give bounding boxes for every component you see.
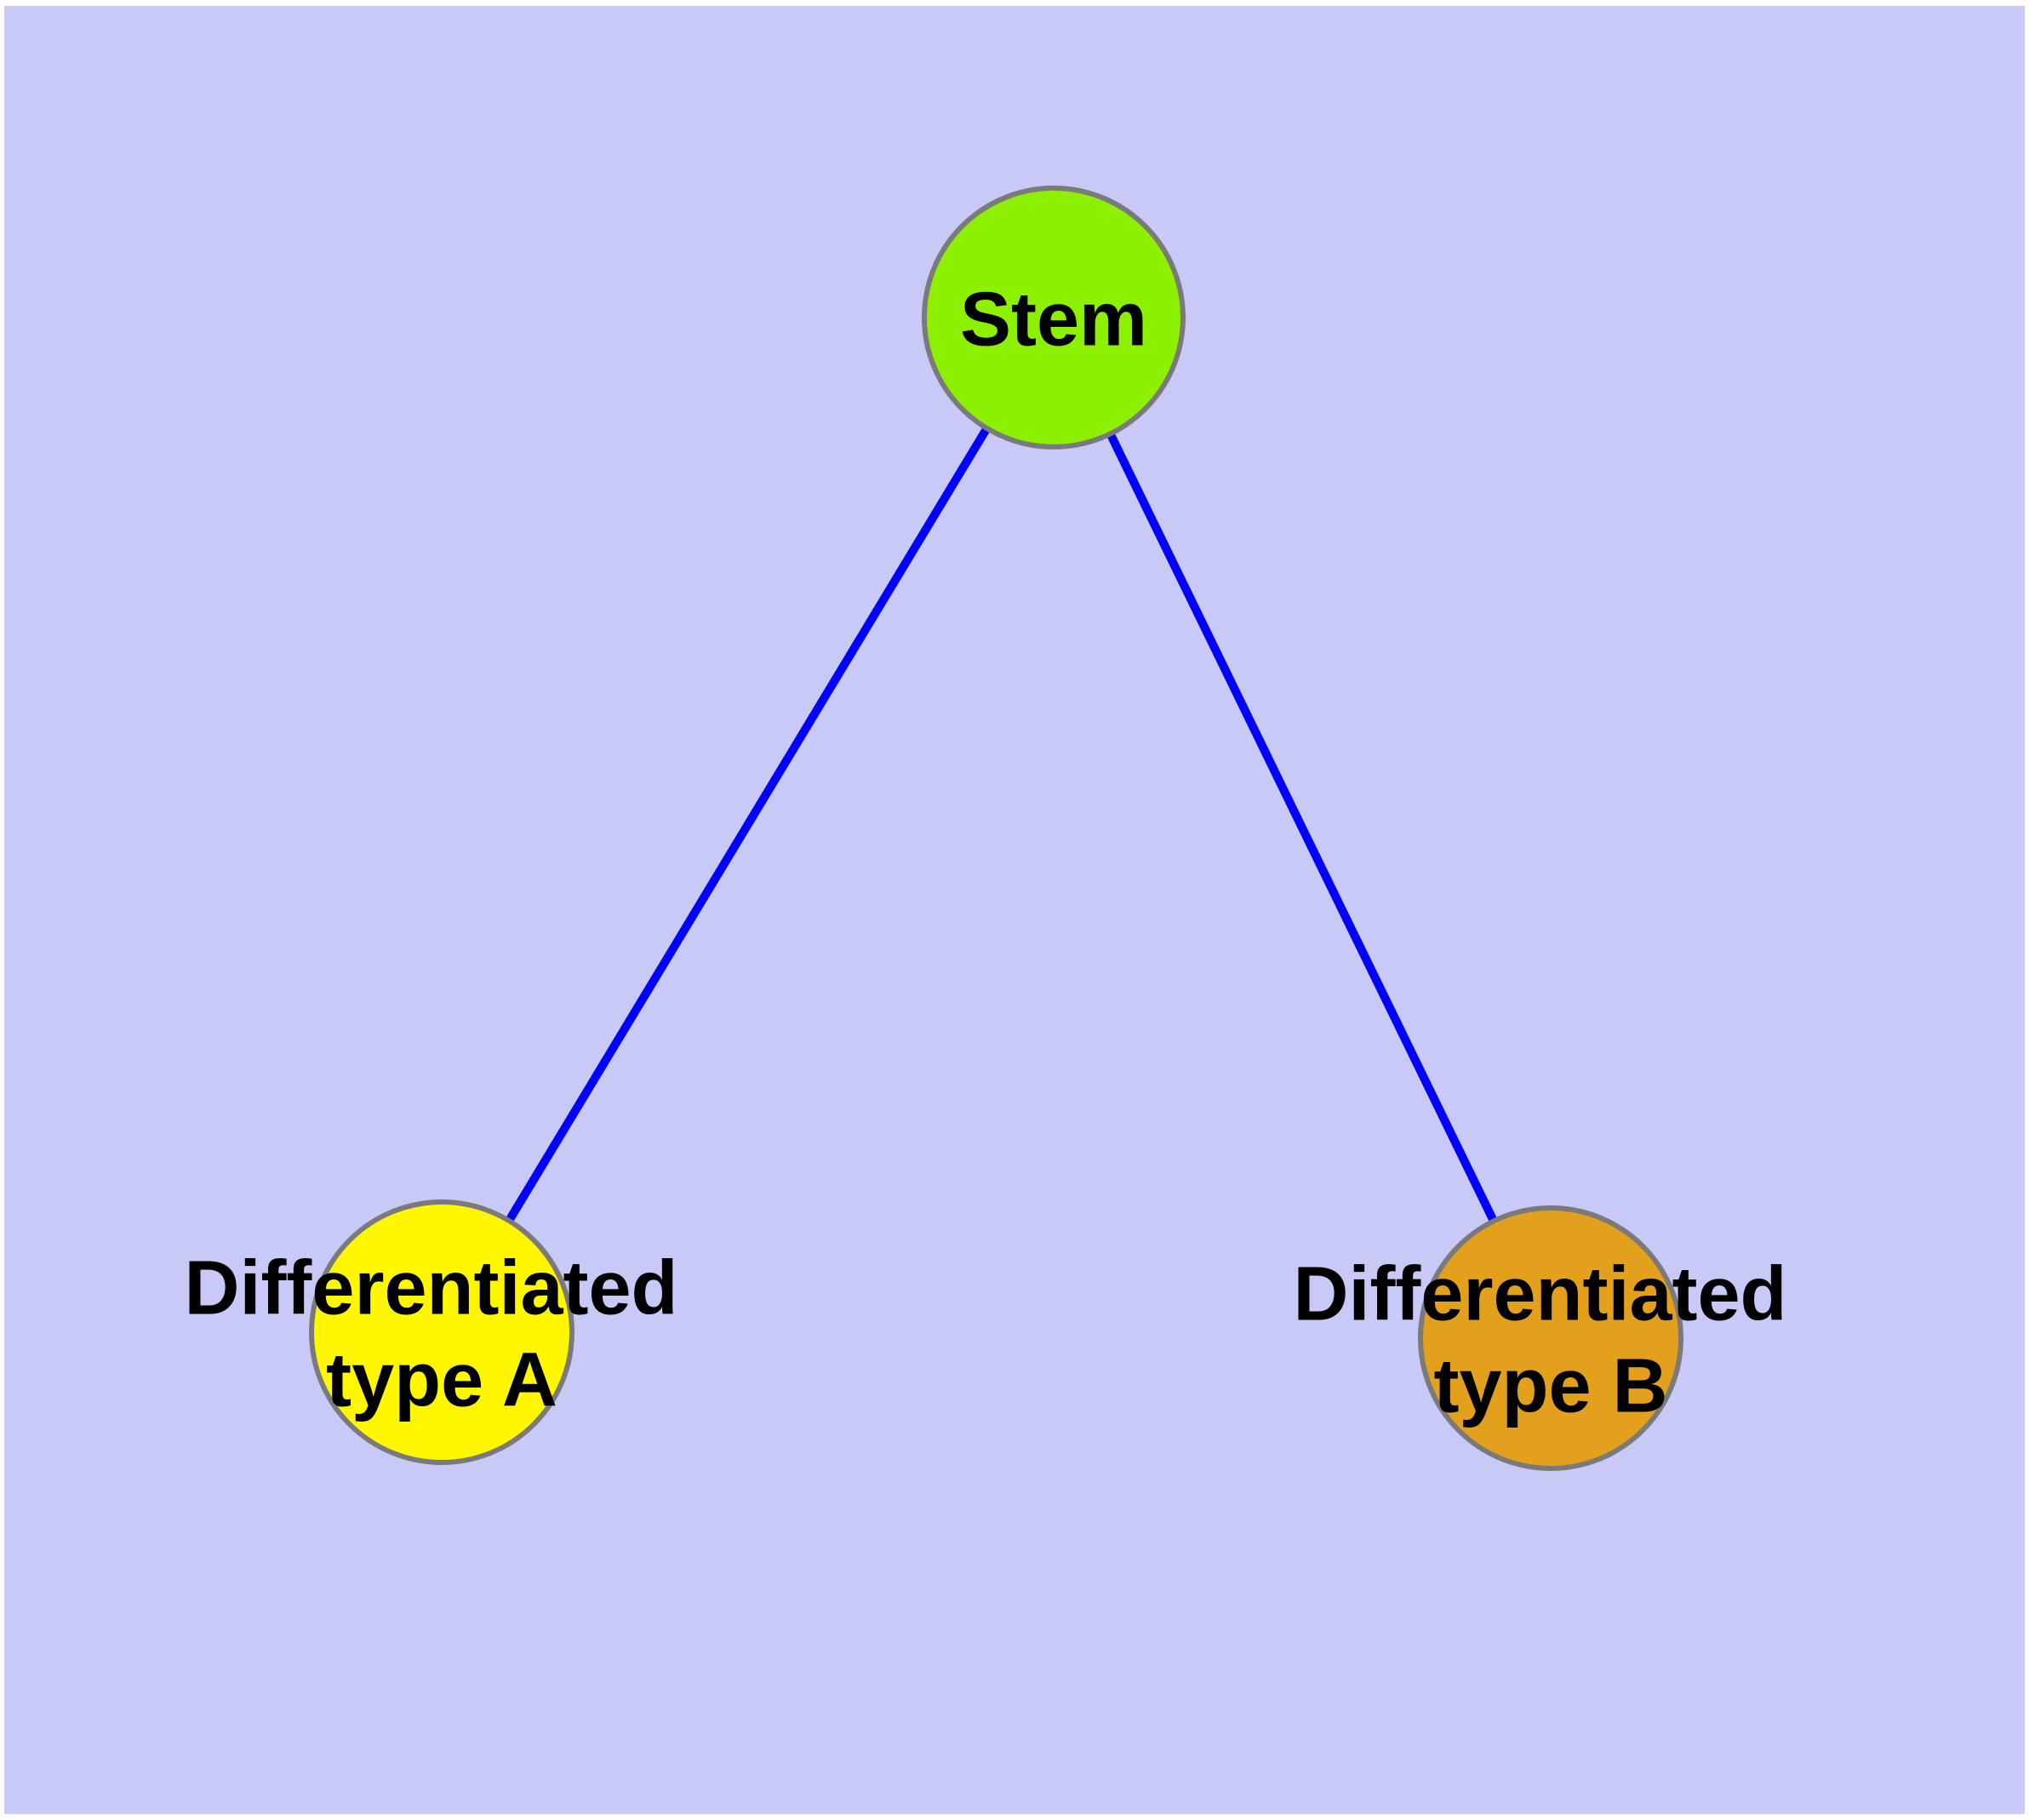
node-differentiated-type-a-label-line1: Differentiated xyxy=(184,1246,677,1331)
edge-stem-to-differentiated-type-b xyxy=(1049,315,1555,1341)
edge-stem-to-differentiated-type-a xyxy=(437,315,1058,1335)
node-stem-circle xyxy=(922,186,1186,449)
node-differentiated-type-a-label-line2: type A xyxy=(326,1338,557,1423)
node-differentiated-type-b: Differentiated type B xyxy=(1293,1205,1808,1471)
node-differentiated-type-b-label-line1: Differentiated xyxy=(1293,1252,1786,1337)
node-differentiated-type-b-label: Differentiated type B xyxy=(1293,1252,1808,1429)
node-stem: Stem xyxy=(922,186,1186,449)
node-differentiated-type-a-circle xyxy=(309,1199,574,1465)
node-differentiated-type-b-label-line2: type B xyxy=(1433,1344,1667,1429)
node-stem-label: Stem xyxy=(960,278,1147,363)
node-differentiated-type-a-label: Differentiated type A xyxy=(184,1246,699,1423)
node-differentiated-type-a: Differentiated type A xyxy=(184,1199,699,1465)
node-differentiated-type-b-circle xyxy=(1418,1205,1683,1471)
